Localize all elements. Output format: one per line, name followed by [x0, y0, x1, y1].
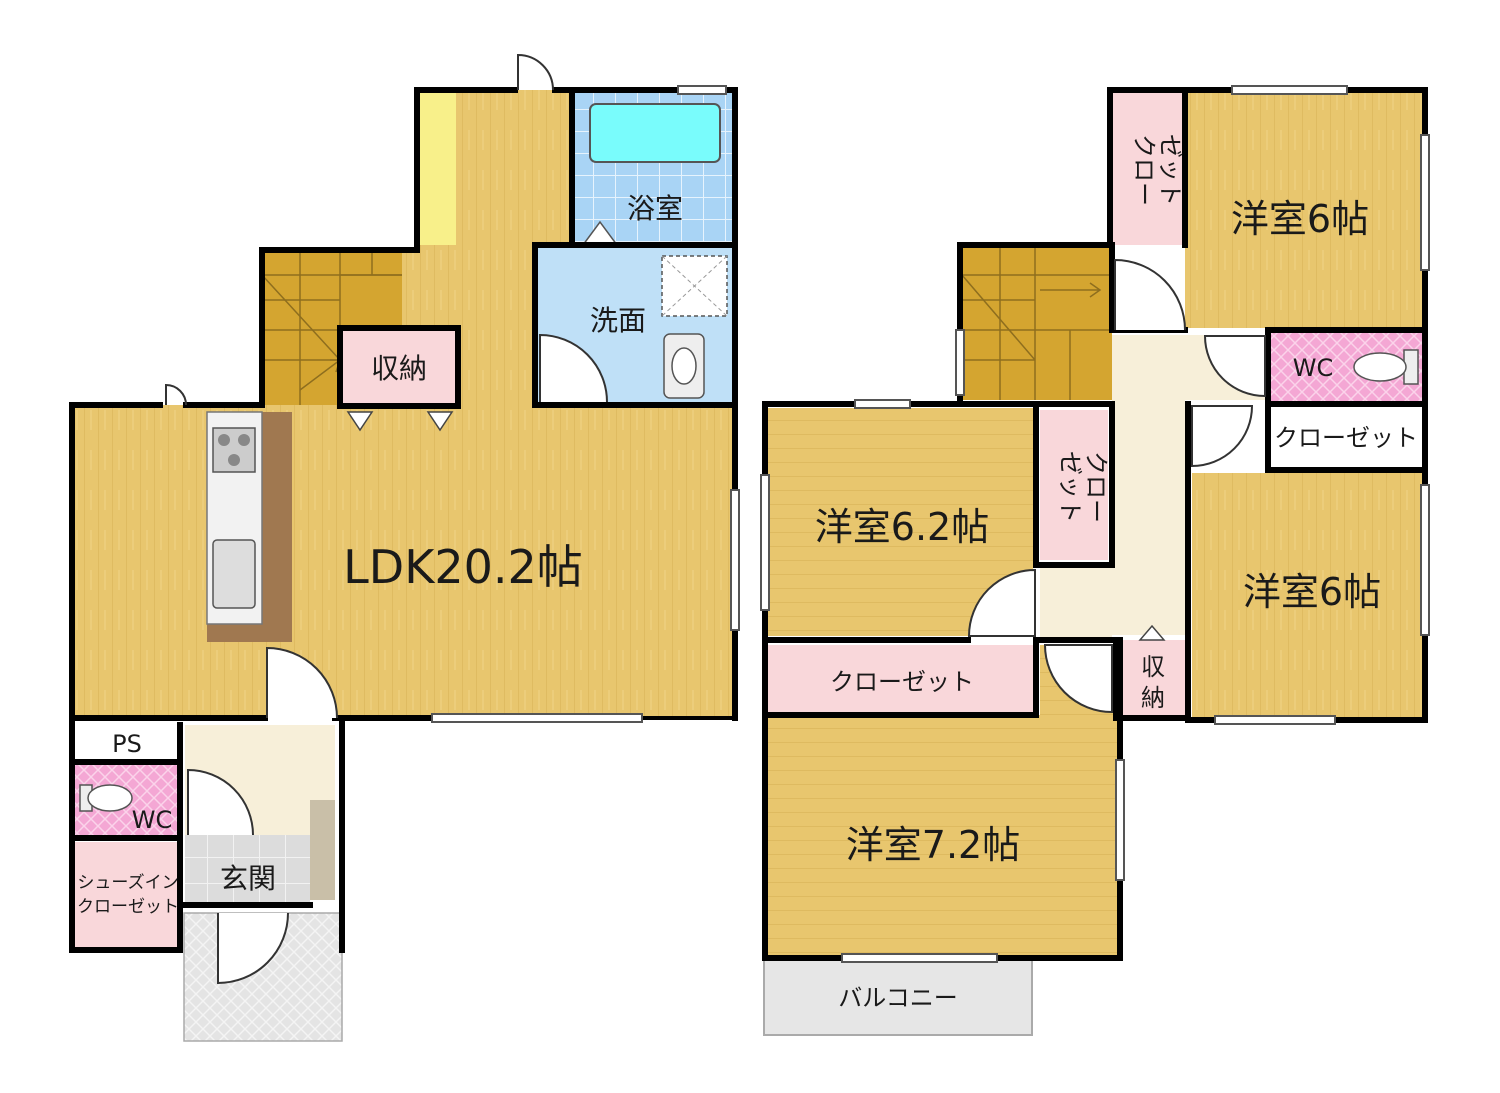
sink-icon [212, 539, 256, 609]
storage-label: 収納 [371, 352, 427, 385]
room-ne-floor [1185, 93, 1422, 328]
closet-ne-label-1: クロー [1130, 134, 1158, 206]
ps-shaft [75, 725, 180, 760]
ps-label: PS [112, 730, 142, 758]
room-s-label: 洋室7.2帖 [846, 823, 1020, 867]
room-e-floor [1192, 473, 1422, 718]
yellow-strip [420, 93, 456, 245]
wc-label-second-floor: WC [1293, 354, 1334, 382]
closet-ne-label: クロー ゼット [1130, 134, 1184, 206]
closet-ne [1113, 93, 1183, 245]
wc-label-first-floor: WC [132, 806, 173, 834]
balcony-label: バルコニー [838, 984, 958, 1012]
bathtub-icon [589, 103, 721, 163]
room-e-label: 洋室6帖 [1243, 570, 1381, 614]
hallway-second-floor [1040, 335, 1265, 640]
closet-e [1270, 407, 1422, 469]
closet-w-label-2: ゼット [1056, 451, 1084, 523]
doors-second-floor [967, 258, 1266, 714]
storage-second-floor [1120, 640, 1185, 718]
entrance-floor [185, 835, 310, 905]
shoe-closet-label-2: クローゼット [77, 897, 179, 917]
closet-w [1040, 410, 1108, 560]
closet-w-label: クロー ゼット [1056, 451, 1110, 523]
ldk-label: LDK20.2帖 [343, 540, 583, 594]
bath-label: 浴室 [627, 192, 683, 225]
stairs-second-floor [962, 248, 1112, 400]
closet-e-label: クローゼット [1274, 424, 1418, 452]
room-s-floor [768, 645, 1118, 955]
closet-s-label: クローゼット [830, 668, 974, 696]
closet-s [768, 645, 1033, 715]
second-floor: 洋室6帖 クロー ゼット WC クローゼット 洋室6.2帖 クロー ゼット 洋室… [760, 85, 1430, 1036]
washroom-label: 洗面 [590, 304, 646, 337]
storage-room [337, 325, 461, 409]
balcony [763, 959, 1033, 1036]
shoe-closet-label-1: シューズイン [77, 873, 178, 893]
storage-label-1: 収 [1141, 653, 1165, 681]
entrance-label: 玄関 [220, 862, 276, 895]
first-floor: LDK20.2帖 収納 浴室 洗面 PS WC 玄関 シューズイン クローゼット [69, 53, 740, 1042]
closet-w-label-1: クロー [1082, 451, 1110, 523]
room-ne-label: 洋室6帖 [1231, 197, 1369, 241]
shoe-closet [75, 842, 180, 948]
closet-ne-label-2: ゼット [1156, 134, 1184, 206]
doors-first-floor [165, 53, 608, 985]
storage-label-2: 納 [1141, 684, 1165, 712]
room-w-label: 洋室6.2帖 [815, 505, 989, 549]
